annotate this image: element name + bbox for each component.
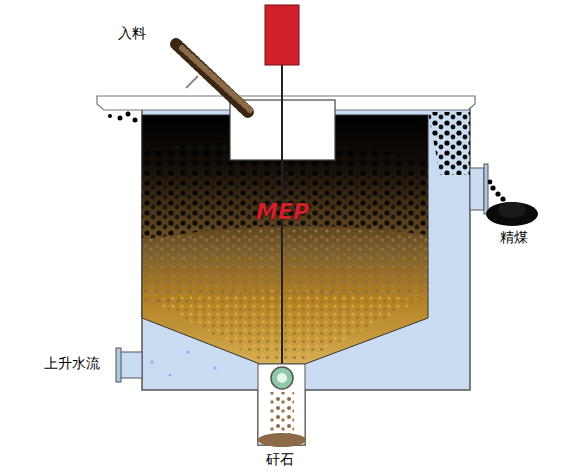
rising-water-label: 上升水流 [44, 356, 100, 371]
model-mark: MEP [256, 200, 309, 224]
feed-label: 入料 [118, 26, 146, 41]
clean-coal-label: 精煤 [500, 230, 528, 245]
gangue-label: 矸石 [266, 452, 294, 467]
